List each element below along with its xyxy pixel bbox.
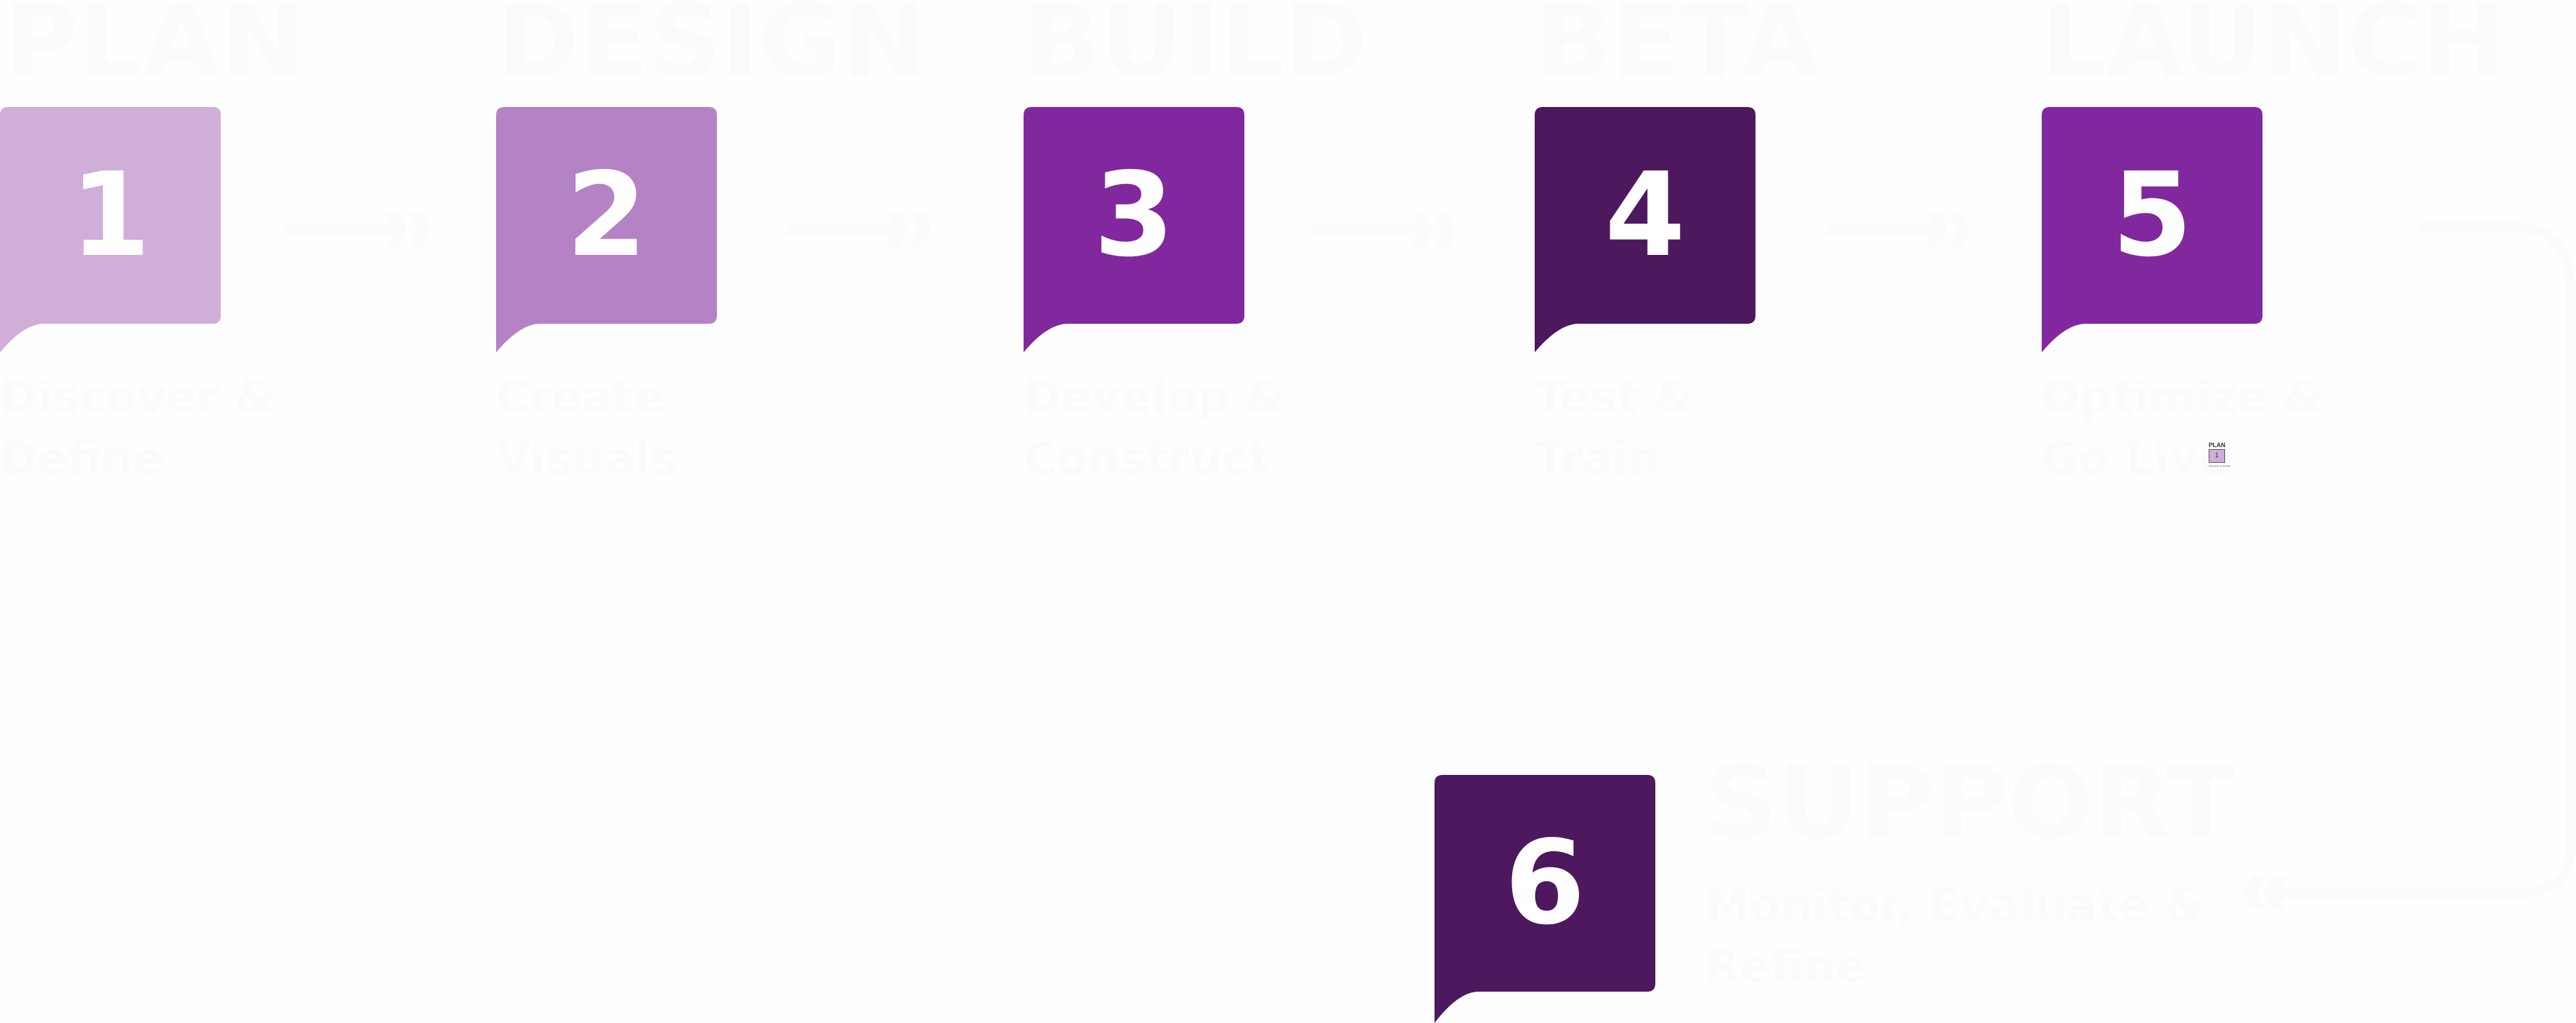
step-1-description: Discover & Define <box>0 371 275 485</box>
speech-box-shape <box>0 107 221 352</box>
chevron-left-icon <box>2263 876 2286 910</box>
step-title-launch: LAUNCH <box>2042 0 2506 100</box>
step-3-badge: 3 <box>1024 107 1244 352</box>
step-5-badge: 5 <box>2042 107 2263 352</box>
step-number: 2 <box>566 148 647 283</box>
step-title-build: BUILD <box>1024 0 1368 100</box>
step-number: 4 <box>1604 148 1686 283</box>
chevron-right-icon <box>1435 213 1456 247</box>
step-4-badge: 4 <box>1535 107 1755 352</box>
speech-box-shape <box>2042 107 2263 352</box>
chevron-right-icon <box>910 213 931 247</box>
step-4-description: Test & Train <box>1535 371 1693 485</box>
step-3-description: Develop & Construct <box>1024 371 1285 485</box>
chevron-left-icon <box>2242 876 2266 910</box>
step-number: 5 <box>2111 148 2193 283</box>
step-number: 6 <box>1504 816 1586 951</box>
speech-box-shape <box>496 107 717 352</box>
step-2-description: Create Visuals <box>496 371 677 485</box>
chevron-right-icon <box>1927 213 1947 247</box>
step-title-plan: PLAN <box>4 0 305 100</box>
step-title-design: DESIGN <box>496 0 926 100</box>
return-arrow-5-6 <box>2242 222 2575 910</box>
arrow-4-5 <box>1826 213 1970 247</box>
step-1-badge: 1 <box>0 107 221 352</box>
step-number: 1 <box>70 148 151 283</box>
chevron-right-icon <box>386 213 407 247</box>
thumbnail-preview: PLAN 1 Discover & Define <box>2209 442 2230 484</box>
step-6-description: Monitor, Evaluate & Refine <box>1705 879 2205 993</box>
step-2-badge: 2 <box>496 107 717 352</box>
chevron-right-icon <box>1412 213 1432 247</box>
speech-box-shape <box>1535 107 1755 352</box>
speech-box-shape <box>1024 107 1244 352</box>
arrow-2-3 <box>787 213 931 247</box>
step-6-badge: 6 <box>1435 775 1655 1023</box>
speech-box-shape <box>1435 775 1655 1023</box>
chevron-right-icon <box>410 213 430 247</box>
step-number: 3 <box>1093 148 1175 283</box>
chevron-right-icon <box>1950 213 1970 247</box>
step-title-beta: BETA <box>1535 0 1820 100</box>
arrow-1-2 <box>286 213 430 247</box>
arrow-3-4 <box>1312 213 1456 247</box>
thumbnail-description: Discover & Define <box>2209 464 2231 468</box>
thumbnail-number: 1 <box>2209 449 2225 463</box>
thumbnail-title: PLAN <box>2209 442 2226 448</box>
chevron-right-icon <box>887 213 908 247</box>
step-title-support: SUPPORT <box>1705 744 2235 861</box>
step-5-description: Optimize & Go Live <box>2042 371 2323 485</box>
